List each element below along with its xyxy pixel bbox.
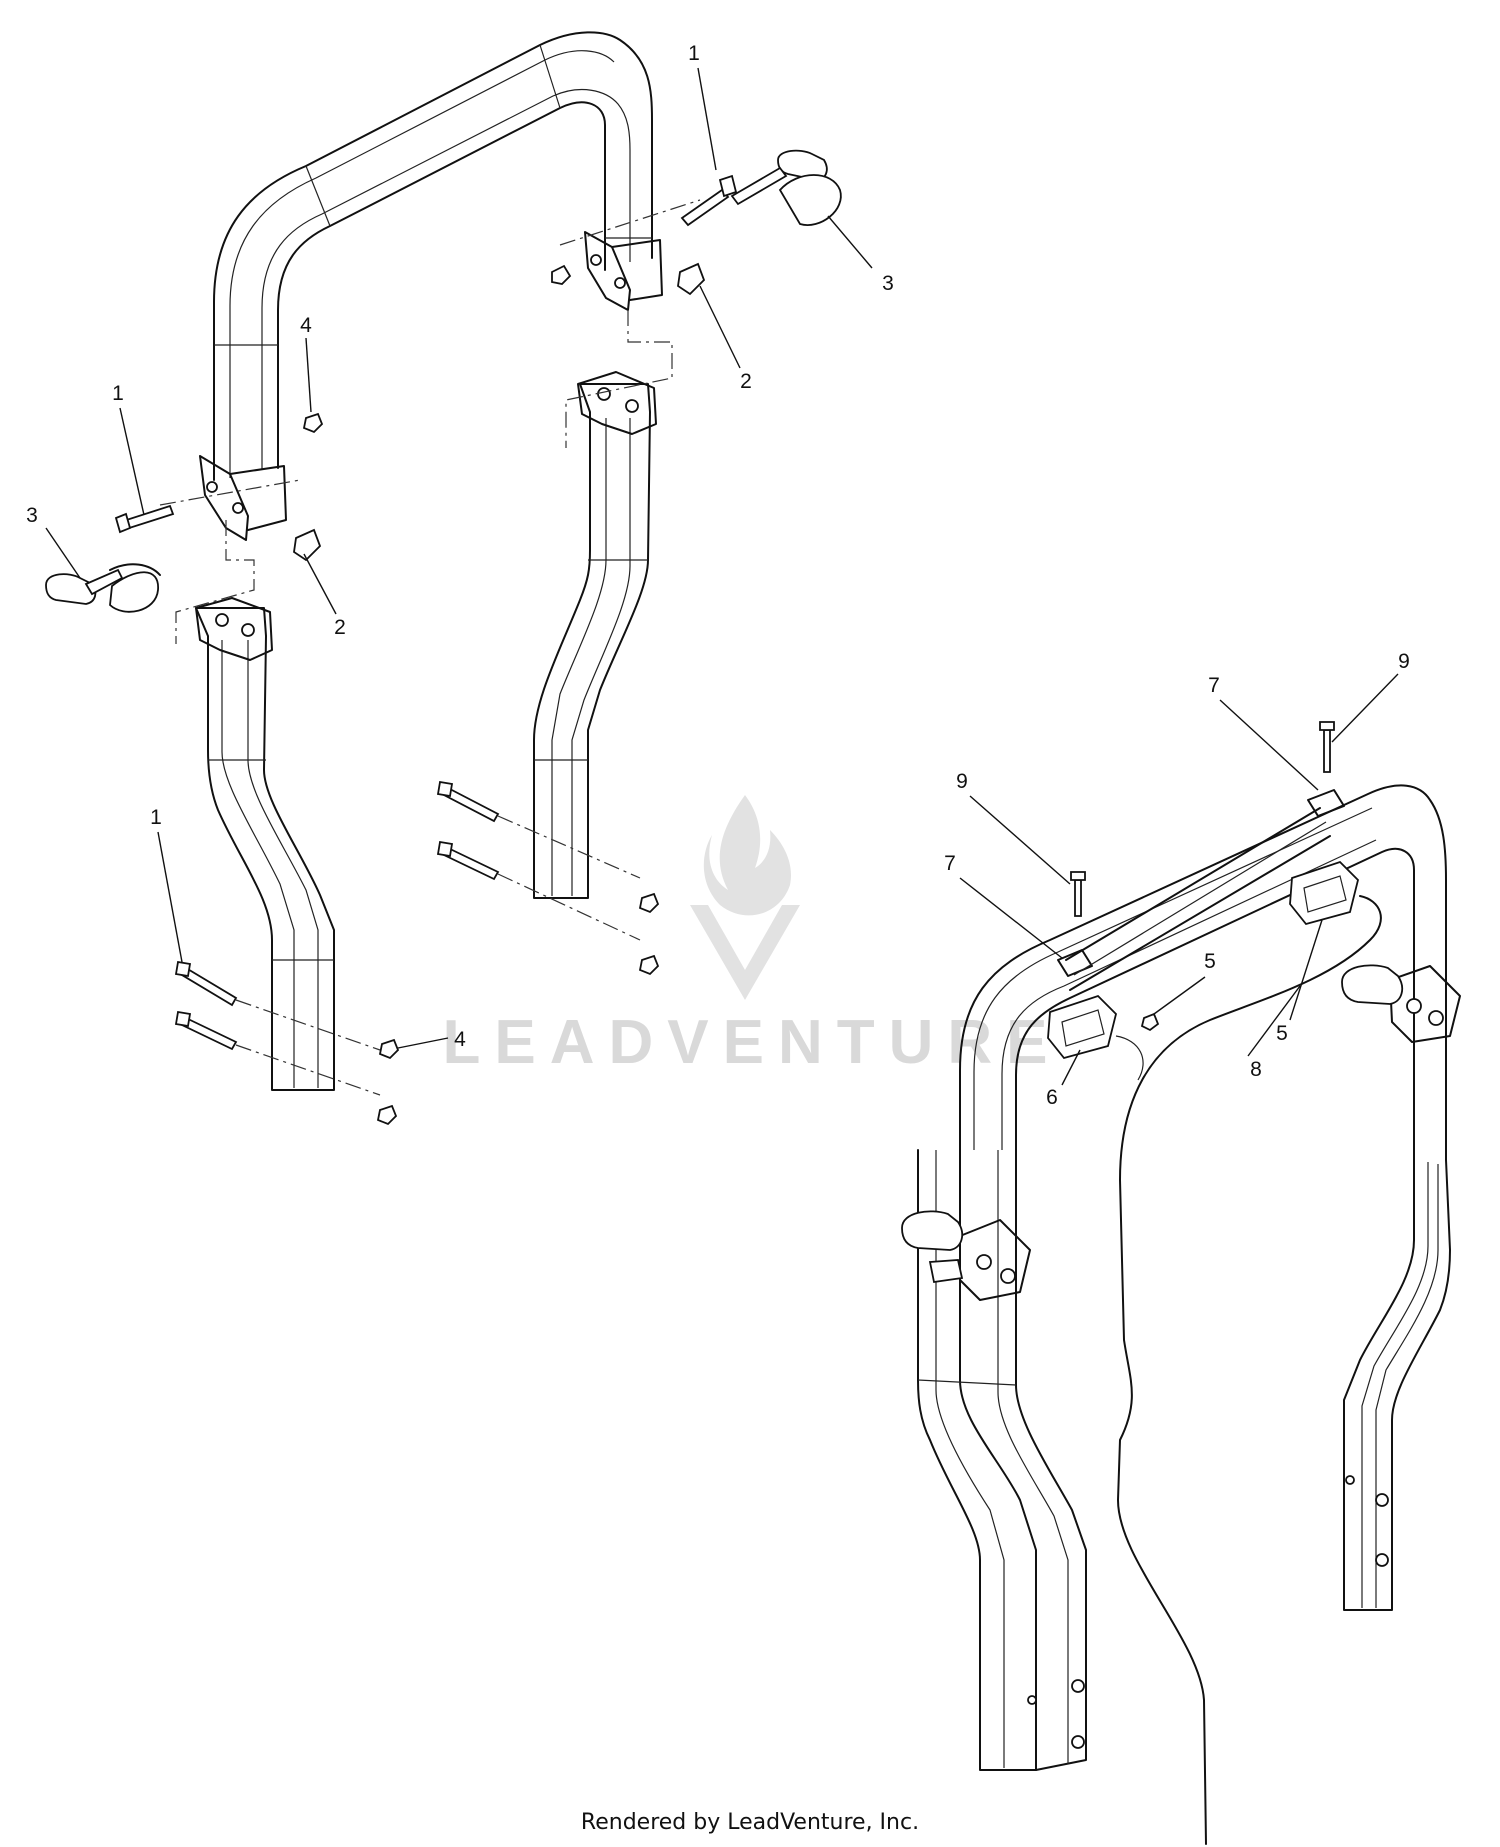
- leader-lines: [45, 67, 1399, 1086]
- callout-3-left: 3: [26, 504, 38, 527]
- callout-8: 8: [1250, 1058, 1262, 1081]
- left-assembly-centerline: [175, 520, 255, 644]
- right-upper-bracket: [584, 231, 663, 311]
- callout-3-right: 3: [882, 272, 894, 295]
- hitch-pin-right: [730, 149, 842, 226]
- callout-7-top: 7: [1208, 674, 1220, 697]
- roll-bar-upper-hoop: [213, 31, 653, 481]
- callout-9-top: 9: [1398, 650, 1410, 673]
- wire-harness: [1117, 895, 1382, 1845]
- render-credit-footer: Rendered by LeadVenture, Inc.: [580, 1810, 920, 1835]
- right-assembly-centerline: [565, 310, 673, 448]
- watermark-text: LEADVENTURE: [442, 1008, 1061, 1077]
- light-mount-straps: [1057, 789, 1345, 991]
- wire-harness-inner: [1115, 1035, 1144, 1081]
- right-lower-upright: [533, 371, 657, 899]
- callout-1-left: 1: [112, 382, 124, 405]
- callout-6: 6: [1046, 1086, 1058, 1109]
- callout-4-bottom: 4: [454, 1028, 466, 1051]
- left-pin-centerline: [159, 479, 301, 506]
- callout-1-lower-left: 1: [150, 806, 162, 829]
- light-right: [1289, 860, 1359, 926]
- bolt-upper-right: [680, 174, 738, 227]
- bolts-lower-right: [436, 780, 641, 941]
- callout-7-left: 7: [944, 852, 956, 875]
- assembled-roll-bar: [901, 784, 1461, 1771]
- callout-5-right-light: 5: [1276, 1022, 1288, 1045]
- light-nut: [1140, 1012, 1160, 1032]
- callout-5-nut: 5: [1204, 950, 1216, 973]
- leadventure-watermark: LEADVENTURE: [442, 795, 1061, 1077]
- hitch-pin-left: [45, 563, 161, 613]
- right-pin-centerline: [559, 199, 701, 246]
- callout-2-left: 2: [334, 616, 346, 639]
- callout-1-top-right: 1: [688, 42, 700, 65]
- callout-labels: 1 1 1 2 2 3 3 4 4 5 5 6 7 7 8 9 9: [26, 42, 1410, 1109]
- nuts: [302, 264, 660, 1126]
- bolt-upper-left: [114, 504, 175, 534]
- callout-4-top: 4: [300, 314, 312, 337]
- callout-9-left: 9: [956, 770, 968, 793]
- callout-2-right: 2: [740, 370, 752, 393]
- screws-9: [1070, 721, 1335, 917]
- knob-left: [293, 528, 322, 562]
- left-upper-bracket: [199, 455, 287, 541]
- bolts-lower-left: [174, 960, 381, 1096]
- knob-right: [677, 262, 706, 296]
- left-lower-upright: [195, 597, 335, 1091]
- light-left: [1047, 994, 1117, 1060]
